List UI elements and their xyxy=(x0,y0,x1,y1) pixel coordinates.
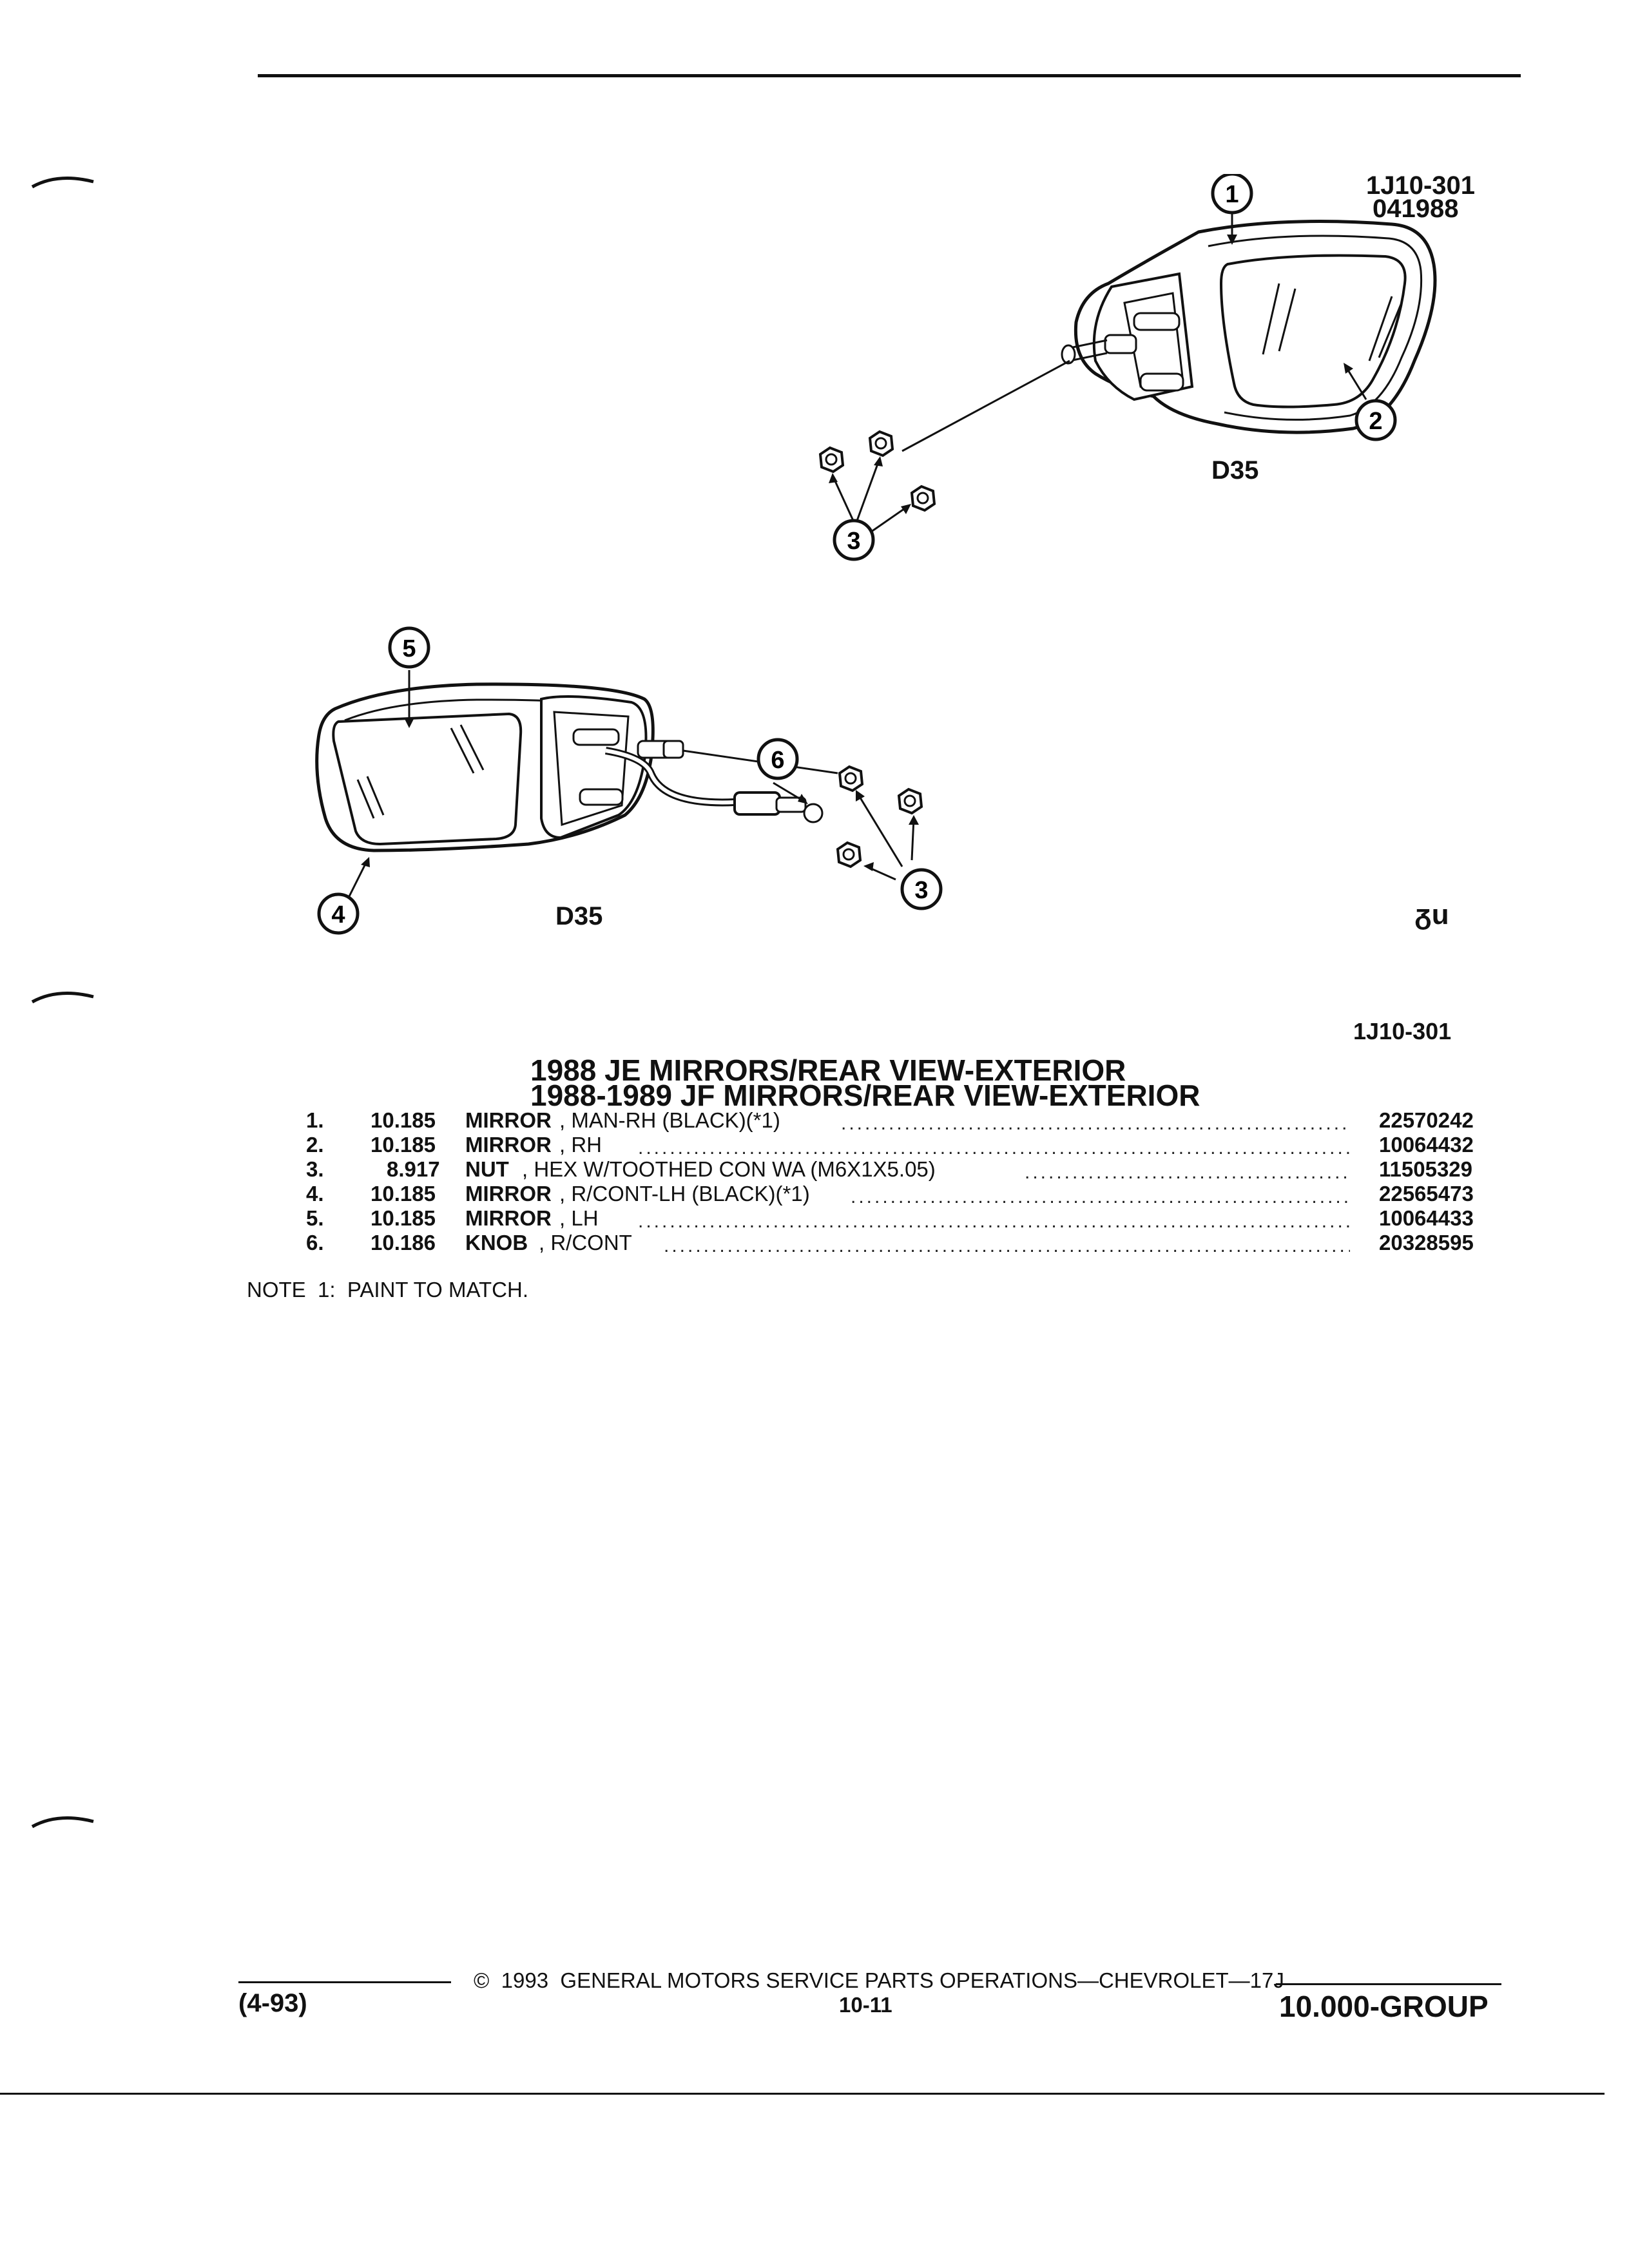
header-rule xyxy=(258,74,1521,77)
top-callout-1: 1 xyxy=(1225,181,1239,208)
part-name: MIRROR xyxy=(465,1133,552,1157)
dot-leader: ........................................… xyxy=(851,1186,1350,1207)
part-number-index: 1. xyxy=(306,1108,324,1132)
part-desc: , RH xyxy=(559,1133,602,1157)
bottom-mirror-illustration: 5 6 3 4 xyxy=(315,626,943,935)
part-number-index: 2. xyxy=(306,1133,324,1157)
part-group: 10.185 xyxy=(371,1206,436,1230)
footer-page: 10-11 xyxy=(839,1993,892,2017)
part-name: MIRROR xyxy=(465,1206,552,1230)
dot-leader: ........................................… xyxy=(664,1235,1350,1256)
part-desc: , R/CONT xyxy=(539,1231,632,1254)
dot-leader: ........................................… xyxy=(638,1137,1350,1158)
top-figure-label: D35 xyxy=(1211,456,1259,485)
part-number: 22570242 xyxy=(1379,1108,1474,1132)
margin-marks xyxy=(31,177,94,1829)
part-name: KNOB xyxy=(465,1231,528,1254)
parts-row: 3. 8.917 NUT , HEX W/TOOTHED CON WA (M6X… xyxy=(0,1157,1629,1183)
part-number: 10064432 xyxy=(1379,1133,1474,1157)
part-name: MIRROR xyxy=(465,1182,552,1206)
footer-copyright: © 1993 GENERAL MOTORS SERVICE PARTS OPER… xyxy=(474,1968,1284,1992)
section-title-2: 1988-1989 JF MIRRORS/REAR VIEW-EXTERIOR xyxy=(530,1079,1200,1112)
part-number-index: 6. xyxy=(306,1231,324,1254)
part-number-index: 3. xyxy=(306,1157,324,1181)
bottom-rule xyxy=(0,2093,1605,2095)
part-group: 10.185 xyxy=(371,1133,436,1157)
part-number: 22565473 xyxy=(1379,1182,1474,1206)
part-number-index: 5. xyxy=(306,1206,324,1230)
part-number: 11505329 xyxy=(1379,1157,1473,1181)
parts-row: 6. 10.186 KNOB , R/CONT 20328595 xyxy=(0,1231,1629,1256)
part-name: NUT xyxy=(465,1157,509,1181)
brand-symbol: ᵹu xyxy=(1414,899,1449,930)
section-title-1: 1988 JE MIRRORS/REAR VIEW-EXTERIOR xyxy=(530,1053,1126,1087)
section-code: 1J10-301 xyxy=(1353,1018,1452,1044)
footer-rule-right xyxy=(1276,1983,1501,1985)
part-desc: , MAN-RH (BLACK)(*1) xyxy=(559,1108,780,1132)
part-group: 10.185 xyxy=(371,1108,436,1132)
part-group: 10.185 xyxy=(371,1182,436,1206)
bottom-callout-6: 6 xyxy=(771,747,784,774)
part-number: 20328595 xyxy=(1379,1231,1474,1254)
bottom-figure-label: D35 xyxy=(555,902,603,930)
top-mirror-illustration: 1 2 3 xyxy=(818,174,1437,561)
footer-rule-left xyxy=(238,1981,451,1983)
dot-leader: ........................................… xyxy=(638,1211,1350,1232)
part-desc: , HEX W/TOOTHED CON WA (M6X1X5.05) xyxy=(522,1157,936,1181)
part-group: 10.186 xyxy=(371,1231,436,1254)
top-callout-2: 2 xyxy=(1369,408,1382,435)
part-desc: , LH xyxy=(559,1206,599,1230)
part-number: 10064433 xyxy=(1379,1206,1474,1230)
part-desc: , R/CONT-LH (BLACK)(*1) xyxy=(559,1182,810,1206)
part-name: MIRROR xyxy=(465,1108,552,1132)
bottom-callout-5: 5 xyxy=(402,635,416,662)
note: NOTE 1: PAINT TO MATCH. xyxy=(247,1278,529,1302)
part-group: 8.917 xyxy=(387,1157,440,1181)
parts-row: 1. 10.185 MIRROR , MAN-RH (BLACK)(*1) 22… xyxy=(0,1108,1629,1134)
figure-date: 041988 xyxy=(1373,195,1459,223)
dot-leader: ........................................… xyxy=(841,1113,1350,1134)
parts-row: 4. 10.185 MIRROR , R/CONT-LH (BLACK)(*1)… xyxy=(0,1182,1629,1207)
part-number-index: 4. xyxy=(306,1182,324,1206)
bottom-callout-3: 3 xyxy=(914,877,928,904)
parts-row: 2. 10.185 MIRROR , RH 10064432 xyxy=(0,1133,1629,1158)
parts-row: 5. 10.185 MIRROR , LH 10064433 xyxy=(0,1206,1629,1232)
footer-group: 10.000-GROUP xyxy=(1279,1990,1489,2023)
footer-date: (4-93) xyxy=(238,1989,307,2017)
dot-leader: ........................................… xyxy=(1025,1162,1350,1183)
top-callout-3: 3 xyxy=(847,528,860,555)
figure-code: 1J10-301 xyxy=(1366,171,1476,200)
bottom-callout-4: 4 xyxy=(331,901,345,928)
